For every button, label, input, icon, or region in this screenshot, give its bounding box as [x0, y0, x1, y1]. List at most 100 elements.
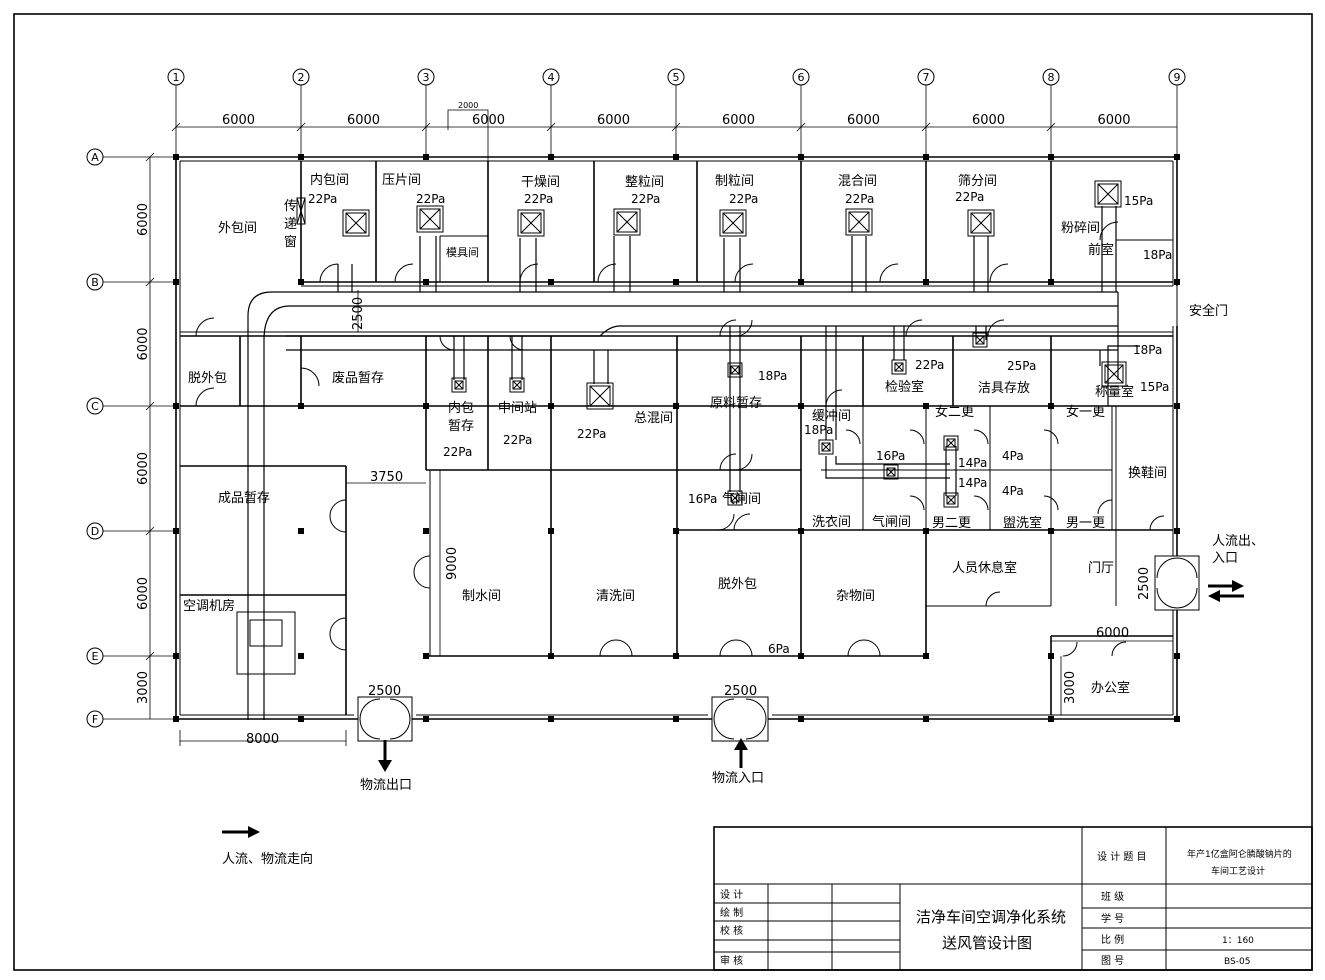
pressure-m2: 14Pa — [958, 476, 987, 490]
column-dot — [673, 528, 679, 534]
column-dot — [923, 279, 929, 285]
pressure-granulation: 22Pa — [729, 192, 758, 206]
column-dot — [173, 403, 179, 409]
pressure-wash: 4Pa — [1002, 484, 1024, 498]
column-dot — [298, 716, 304, 722]
diffuser-box — [972, 332, 988, 348]
column-dot — [548, 653, 554, 659]
drawing-frame — [13, 13, 1313, 971]
dim-3750: 3750 — [370, 470, 403, 485]
pressure-airlock-16: 16Pa — [876, 449, 905, 463]
column-dot — [673, 279, 679, 285]
structural-columns — [173, 154, 1180, 722]
column-dot — [173, 528, 179, 534]
pressure-inner-store: 22Pa — [443, 445, 472, 459]
column-dot — [1174, 279, 1180, 285]
room-buffer: 缓冲间 — [812, 409, 851, 424]
room-inspection: 检验室 — [885, 379, 924, 395]
room-staff-lounge: 人员休息室 — [952, 560, 1017, 576]
column-dot — [173, 154, 179, 160]
column-dot — [298, 279, 304, 285]
tb-drawing-no-value: BS-05 — [1224, 957, 1250, 967]
pressure-buffer: 18Pa — [804, 423, 833, 437]
column-dot — [548, 528, 554, 534]
pass-window-symbol — [296, 197, 306, 225]
column-dot — [173, 279, 179, 285]
column-dot — [798, 279, 804, 285]
title-block — [713, 826, 1313, 971]
diffuser-box — [845, 208, 873, 236]
room-weighing: 称量室 — [1095, 384, 1134, 400]
diffuser-box — [509, 377, 525, 393]
grid-row-label: D — [91, 525, 99, 538]
column-dot — [548, 716, 554, 722]
dim-door-right: 2500 — [1137, 567, 1152, 600]
room-water: 制水间 — [462, 589, 501, 604]
room-airlock: 气闸间 — [872, 514, 911, 530]
grid-top-dim: 6000 — [1097, 113, 1130, 128]
tb-draw: 绘 制 — [720, 906, 743, 919]
room-raw-material: 原料暂存 — [710, 396, 762, 411]
air-diffusers — [342, 180, 1127, 508]
room-shoe-change: 换鞋间 — [1128, 465, 1167, 481]
pressure-raw: 18Pa — [758, 369, 787, 383]
room-female-2: 女二更 — [935, 404, 974, 420]
diffuser-box — [342, 209, 370, 237]
room-drying: 干燥间 — [521, 175, 560, 190]
inner-pack-store-label-1: 内包 — [448, 400, 474, 416]
label-people-inout-1: 人流出、 — [1212, 534, 1264, 549]
dimension-labels: 2500 3750 9000 2500 2500 2500 6000 3000 … — [246, 101, 1152, 747]
pressure-weigh-front: 18Pa — [1133, 343, 1162, 357]
grid-top-dim: 6000 — [222, 113, 255, 128]
column-dot — [1174, 716, 1180, 722]
safety-door-label: 安全门 — [1189, 303, 1228, 319]
flow-labels: 物流出口 物流入口 人流出、 入口 人流、物流走向 — [222, 534, 1264, 867]
room-male-1: 男一更 — [1066, 516, 1105, 531]
pressure-airlock-d: 16Pa — [688, 492, 717, 506]
column-dot — [923, 716, 929, 722]
diffuser-box — [943, 435, 959, 451]
room-washroom: 盥洗室 — [1003, 515, 1042, 531]
grid-top-dim: 6000 — [972, 113, 1005, 128]
room-male-2: 男二更 — [932, 516, 971, 531]
room-laundry: 洗衣间 — [812, 514, 851, 530]
diffuser-box — [451, 377, 467, 393]
column-dot — [298, 528, 304, 534]
grid-col-label: 7 — [923, 71, 930, 84]
column-dot — [798, 716, 804, 722]
pressure-inspection: 22Pa — [915, 358, 944, 372]
pressure-granule: 22Pa — [631, 192, 660, 206]
room-airlock-d: 气闸间 — [722, 491, 761, 507]
room-office: 办公室 — [1091, 680, 1130, 696]
room-ac: 空调机房 — [183, 598, 235, 614]
column-dot — [423, 716, 429, 722]
grid-col-label: 9 — [1174, 71, 1181, 84]
grid-col-label: 3 — [423, 71, 430, 84]
pressure-labels: 22Pa 22Pa 22Pa 22Pa 22Pa 22Pa 22Pa 15Pa … — [308, 190, 1172, 656]
inner-pack-store-label-2: 暂存 — [448, 419, 474, 434]
room-hall: 门厅 — [1088, 561, 1114, 576]
grid-top-dim: 6000 — [472, 113, 505, 128]
grid-col-label: 2 — [298, 71, 305, 84]
dim-9000: 9000 — [445, 547, 460, 580]
pressure-crush: 15Pa — [1124, 194, 1153, 208]
column-dot — [1048, 528, 1054, 534]
ac-unit — [236, 611, 296, 675]
grid-row-label: E — [92, 650, 99, 663]
label-material-in: 物流入口 — [712, 771, 764, 786]
grid-top-dim: 6000 — [347, 113, 380, 128]
room-labels: 外包间 内包间 压片间 干燥间 整粒间 制粒间 混合间 筛分间 粉碎间 前室 模… — [183, 172, 1228, 696]
grid-top-dim: 6000 — [722, 113, 755, 128]
column-dot — [798, 528, 804, 534]
room-sieving: 筛分间 — [958, 174, 997, 189]
room-tablet-press: 压片间 — [382, 173, 421, 188]
column-dot — [173, 716, 179, 722]
diffuser-box — [727, 490, 743, 506]
column-dot — [298, 653, 304, 659]
grid-row-label: B — [91, 276, 99, 289]
diffuser-box — [719, 209, 747, 237]
column-dot — [423, 154, 429, 160]
room-finished-store: 成品暂存 — [218, 491, 270, 506]
